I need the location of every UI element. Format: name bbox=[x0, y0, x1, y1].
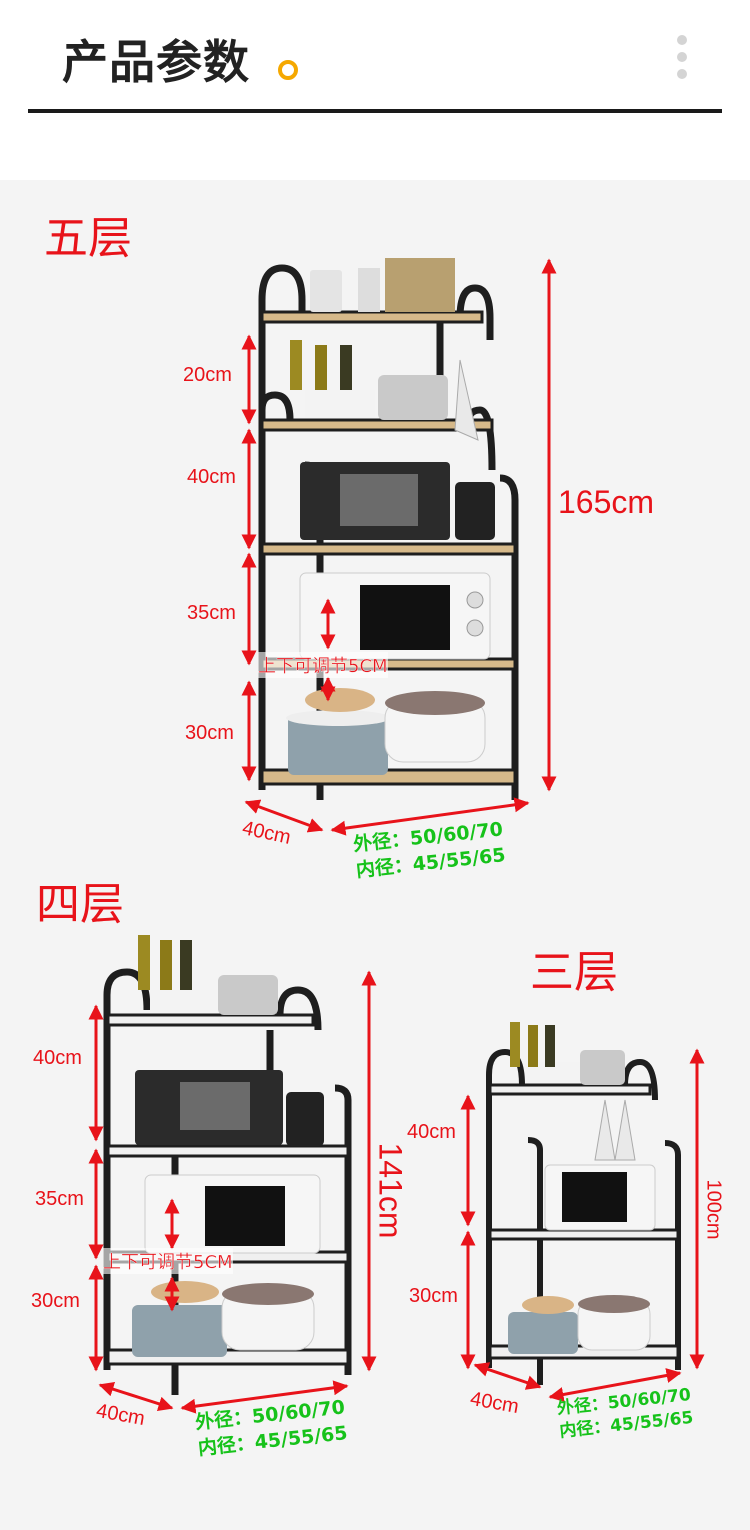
section-header: 产品参数 bbox=[0, 0, 750, 180]
four-tier-adjustable-note: 上下可调节5CM bbox=[103, 1248, 233, 1274]
five-tier-height-4: 30cm bbox=[185, 722, 234, 744]
five-tier-rack-image bbox=[258, 258, 519, 800]
four-tier-total-height: 141cm bbox=[372, 1142, 409, 1239]
five-tier-height-2: 40cm bbox=[187, 466, 236, 488]
header-divider bbox=[28, 109, 722, 113]
five-tier-label: 五层 bbox=[44, 213, 132, 264]
section-title: 产品参数 bbox=[62, 35, 250, 89]
three-tier-total-height: 100cm bbox=[702, 1179, 725, 1240]
four-tier-height-2: 35cm bbox=[35, 1188, 84, 1210]
accent-circle-icon bbox=[278, 60, 298, 80]
four-tier-height-1: 40cm bbox=[33, 1047, 82, 1069]
three-tier-rack-image bbox=[486, 1022, 681, 1385]
three-tier-label: 三层 bbox=[530, 947, 618, 998]
five-tier-adjustable-note: 上下可调节5CM bbox=[258, 652, 388, 678]
three-tier-height-2: 30cm bbox=[409, 1285, 458, 1307]
four-tier-dimension-arrows bbox=[88, 970, 377, 1414]
five-tier-height-3: 35cm bbox=[187, 602, 236, 624]
five-tier-dimension-arrows bbox=[241, 258, 557, 836]
four-tier-height-3: 30cm bbox=[31, 1290, 80, 1312]
four-tier-rack-image bbox=[103, 935, 352, 1395]
five-tier-height-1: 20cm bbox=[183, 364, 232, 386]
three-tier-height-1: 40cm bbox=[407, 1121, 456, 1143]
three-tier-dimension-arrows bbox=[460, 1048, 705, 1402]
five-tier-total-height: 165cm bbox=[558, 484, 655, 520]
four-tier-label: 四层 bbox=[36, 879, 124, 930]
